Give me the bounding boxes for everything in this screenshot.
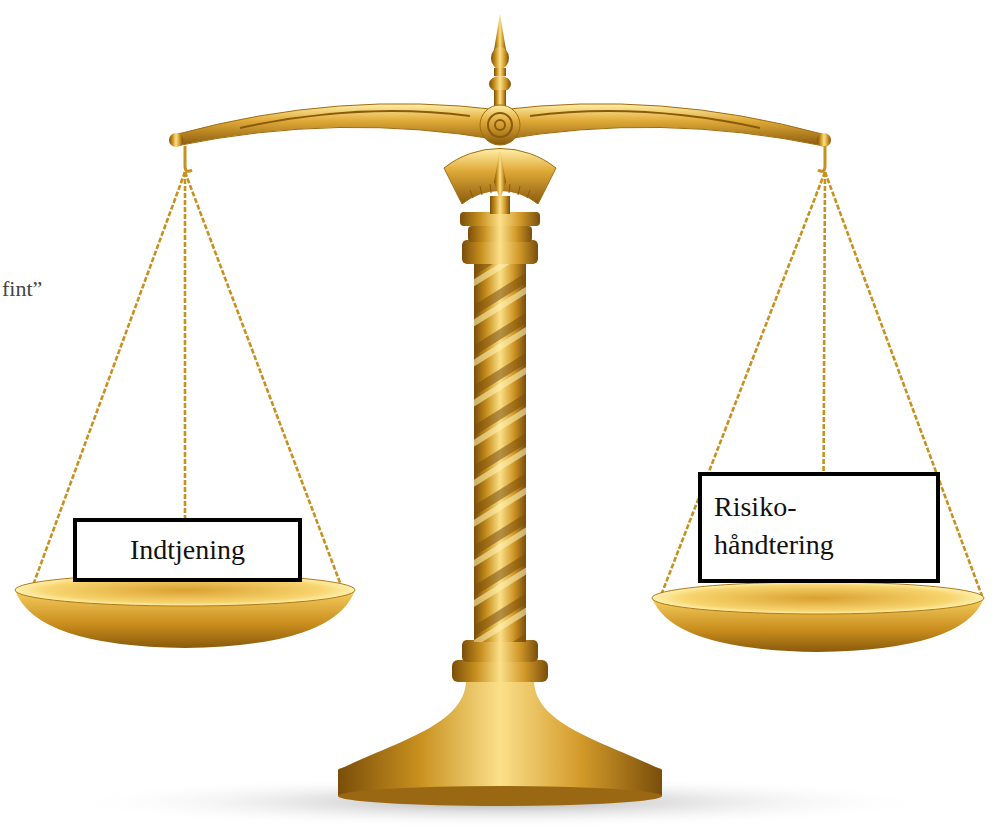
- box-text: Indtjening: [83, 531, 292, 569]
- note-text: fint”: [2, 276, 42, 302]
- box-text: Risiko- håndtering: [714, 488, 908, 564]
- label-box: Indtjening: [73, 518, 302, 582]
- label-box: Risiko- håndtering: [698, 472, 940, 583]
